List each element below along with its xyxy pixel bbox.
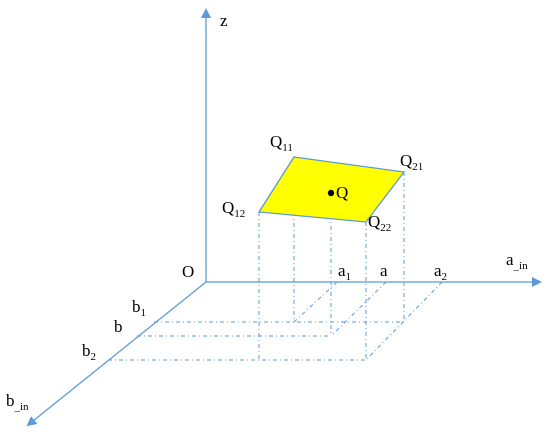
point-q21-label: Q21 — [400, 151, 423, 173]
point-q12-label: Q12 — [222, 198, 245, 220]
a2-level-line — [365, 281, 443, 361]
b-axis — [26, 281, 207, 427]
point-q-dot — [327, 189, 335, 197]
point-q11-label: Q11 — [270, 132, 293, 154]
tick-a2-label: a2 — [434, 261, 447, 283]
point-q22-label: Q22 — [368, 212, 391, 234]
point-q-label: Q — [336, 183, 348, 202]
z-axis-label: z — [220, 11, 228, 30]
tick-a-label: a — [380, 261, 388, 280]
b-axis-label: b_in — [6, 391, 29, 413]
tick-b2-label: b2 — [82, 341, 96, 363]
tick-b-label: b — [114, 317, 123, 336]
a-level-line — [330, 281, 387, 337]
origin-label: O — [182, 262, 194, 281]
a1-level-line — [293, 281, 338, 323]
interpolation-patch — [257, 156, 406, 223]
tick-a1-label: a1 — [338, 261, 351, 283]
a-axis-label: a_in — [506, 250, 528, 272]
tick-b1-label: b1 — [132, 297, 146, 319]
